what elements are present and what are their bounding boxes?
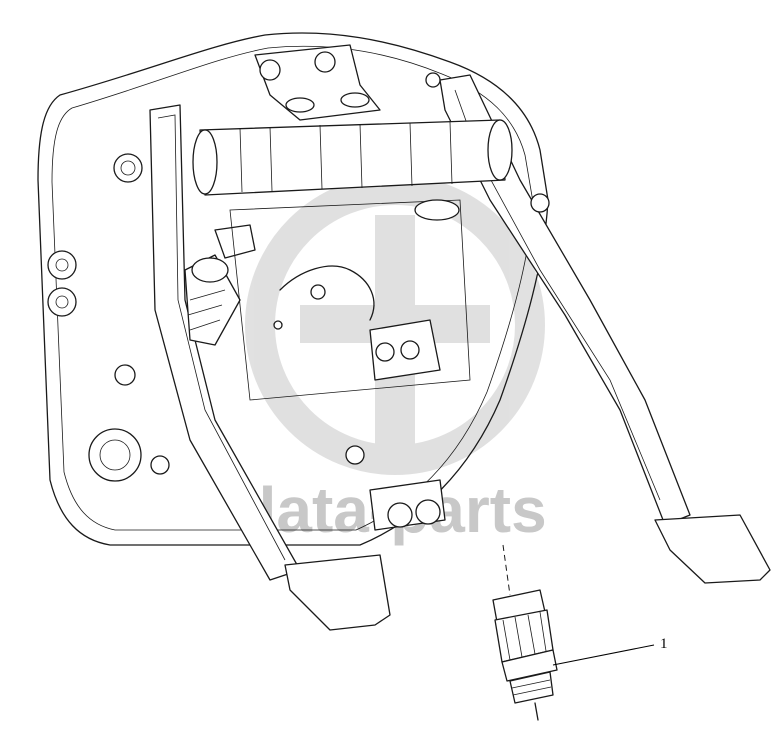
- right-pivot-bracket: [369, 199, 460, 381]
- pivot-shaft: [192, 119, 513, 196]
- assembly-leader-line: [502, 544, 511, 596]
- callout-1: 1: [552, 636, 668, 666]
- left-bosses: [47, 250, 142, 482]
- watermark-logo: [245, 175, 545, 475]
- pedal-switch: [492, 589, 558, 721]
- top-bracket: [254, 44, 381, 121]
- bottom-clips: [150, 445, 446, 531]
- left-pedal: [113, 104, 391, 631]
- callout-1-number: 1: [660, 636, 668, 652]
- callout-1-leader: [552, 644, 655, 666]
- center-cage: [229, 199, 471, 401]
- master-cylinder-rod: [184, 224, 256, 346]
